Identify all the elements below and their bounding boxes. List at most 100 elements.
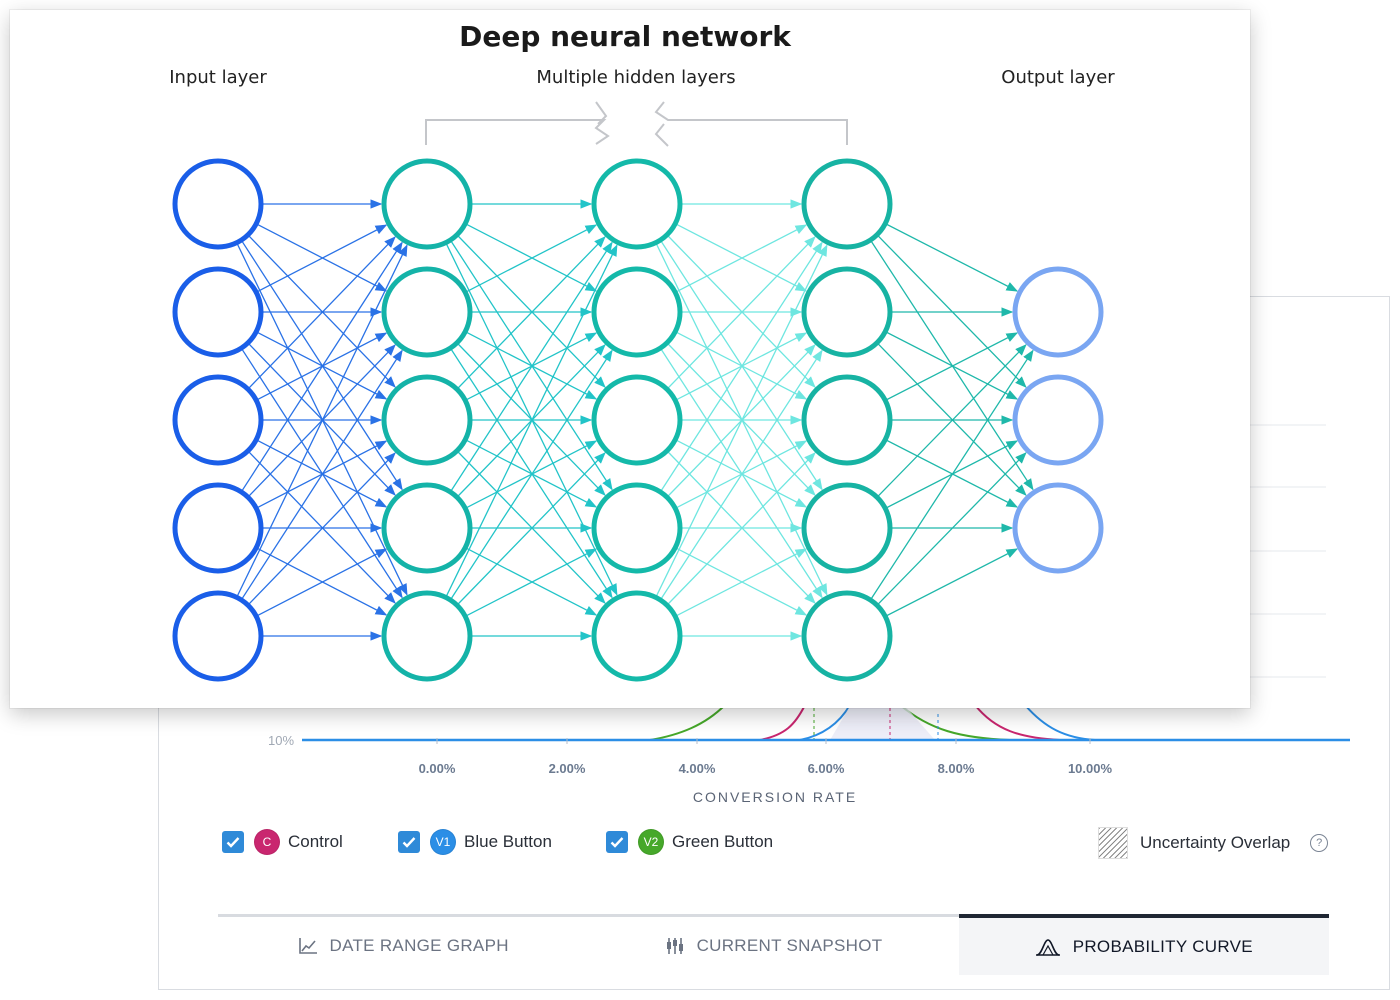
neuron-node bbox=[172, 158, 264, 250]
neuron-node bbox=[591, 374, 683, 466]
connection-edge bbox=[466, 548, 598, 616]
neuron-node bbox=[801, 374, 893, 466]
line-chart-icon bbox=[298, 938, 317, 954]
bell-curve-icon bbox=[1035, 938, 1060, 956]
connection-edge bbox=[660, 241, 823, 491]
tab-label: CURRENT SNAPSHOT bbox=[696, 936, 883, 955]
connection-edge bbox=[877, 344, 1027, 497]
tab-label: PROBABILITY CURVE bbox=[1072, 936, 1253, 956]
input-layer-label: Input layer bbox=[169, 67, 267, 88]
x-tick-label: 2.00% bbox=[549, 761, 586, 776]
connection-edge bbox=[248, 236, 396, 389]
neuron-node bbox=[172, 266, 264, 358]
neuron-node bbox=[1012, 482, 1104, 574]
neuron-node bbox=[172, 590, 264, 682]
connection-edge bbox=[237, 244, 408, 596]
tab-label: DATE RANGE GRAPH bbox=[329, 936, 509, 955]
connection-edge bbox=[457, 452, 606, 605]
connection-edge bbox=[446, 244, 618, 596]
check-icon bbox=[610, 837, 624, 848]
neuron-node bbox=[801, 266, 893, 358]
connection-edge bbox=[667, 236, 816, 389]
connection-edge bbox=[656, 244, 828, 596]
bracket-break bbox=[595, 101, 669, 147]
curve-blue-button bbox=[799, 704, 851, 741]
x-tick-label: 8.00% bbox=[938, 761, 975, 776]
connection-edge bbox=[877, 452, 1027, 605]
neuron-node bbox=[172, 374, 264, 466]
tab-date-range-graph[interactable]: DATE RANGE GRAPH bbox=[218, 917, 588, 975]
uncertainty-overlap-toggle[interactable]: Uncertainty Overlap ? bbox=[1098, 827, 1329, 859]
connection-edge bbox=[257, 224, 388, 292]
x-axis-title: CONVERSION RATE bbox=[693, 789, 857, 805]
x-ticks: 0.00%2.00%4.00%6.00%8.00%10.00% bbox=[419, 738, 1113, 776]
neuron-node bbox=[381, 482, 473, 574]
legend-label: Control bbox=[288, 832, 343, 851]
connection-edge bbox=[667, 452, 816, 605]
legend-blue-button[interactable]: V1 Blue Button bbox=[398, 829, 552, 855]
legend-control[interactable]: C Control bbox=[222, 829, 343, 855]
x-tick-label: 6.00% bbox=[808, 761, 845, 776]
curve-control bbox=[759, 704, 806, 741]
connection-edge bbox=[457, 236, 606, 389]
neuron-node bbox=[801, 482, 893, 574]
neuron-node bbox=[801, 158, 893, 250]
tab-probability-curve[interactable]: PROBABILITY CURVE bbox=[958, 914, 1329, 975]
hidden-layers-bracket bbox=[425, 101, 848, 145]
check-icon bbox=[402, 837, 416, 848]
x-tick-label: 10.00% bbox=[1068, 761, 1113, 776]
check-icon bbox=[226, 837, 240, 848]
y-tick-label: 10% bbox=[268, 733, 294, 748]
overlap-shade bbox=[830, 706, 935, 740]
connection-edge bbox=[241, 241, 403, 491]
hidden-layers-label: Multiple hidden layers bbox=[536, 67, 736, 88]
help-icon[interactable]: ? bbox=[1310, 834, 1329, 852]
legend-label: Green Button bbox=[672, 832, 774, 851]
box-plot-icon bbox=[666, 938, 683, 954]
neuron-node bbox=[801, 590, 893, 682]
uncertainty-label: Uncertainty Overlap bbox=[1140, 833, 1291, 852]
blue-button-checkbox[interactable] bbox=[398, 831, 420, 853]
neuron-node bbox=[381, 590, 473, 682]
neuron-node bbox=[1012, 266, 1104, 358]
neuron-node bbox=[381, 158, 473, 250]
neuron-node bbox=[381, 266, 473, 358]
neuron-node bbox=[1012, 374, 1104, 466]
neurons bbox=[172, 158, 1104, 682]
diagram-title: Deep neural network bbox=[459, 20, 791, 53]
view-tabs: DATE RANGE GRAPH CURRENT SNAPSHOT PROBAB… bbox=[218, 914, 1329, 975]
curve-green-button bbox=[649, 704, 726, 741]
x-tick-label: 4.00% bbox=[679, 761, 716, 776]
connection-edge bbox=[886, 548, 1019, 617]
connection-edge bbox=[886, 332, 1019, 401]
connection-edge bbox=[450, 241, 613, 491]
legend-green-button[interactable]: V2 Green Button bbox=[606, 829, 773, 855]
legend-label: Blue Button bbox=[464, 832, 552, 851]
connection-edge bbox=[257, 548, 388, 616]
connection-edge bbox=[241, 349, 403, 599]
neuron-node bbox=[591, 158, 683, 250]
connection-edge bbox=[450, 349, 613, 599]
neuron-node bbox=[172, 482, 264, 574]
neuron-node bbox=[591, 482, 683, 574]
hatch-icon bbox=[1098, 827, 1128, 859]
control-badge: C bbox=[254, 829, 280, 855]
tab-current-snapshot[interactable]: CURRENT SNAPSHOT bbox=[588, 917, 958, 975]
connection-edge bbox=[248, 452, 396, 605]
blue-button-badge: V1 bbox=[430, 829, 456, 855]
neuron-node bbox=[591, 590, 683, 682]
connection-edge bbox=[676, 224, 808, 292]
connection-edge bbox=[871, 349, 1034, 599]
control-checkbox[interactable] bbox=[222, 831, 244, 853]
connection-edge bbox=[660, 349, 823, 599]
connections bbox=[237, 199, 1034, 641]
green-button-badge: V2 bbox=[638, 829, 664, 855]
neuron-node bbox=[381, 374, 473, 466]
output-layer-label: Output layer bbox=[1001, 67, 1115, 88]
green-button-checkbox[interactable] bbox=[606, 831, 628, 853]
connection-edge bbox=[466, 224, 598, 292]
neuron-node bbox=[591, 266, 683, 358]
